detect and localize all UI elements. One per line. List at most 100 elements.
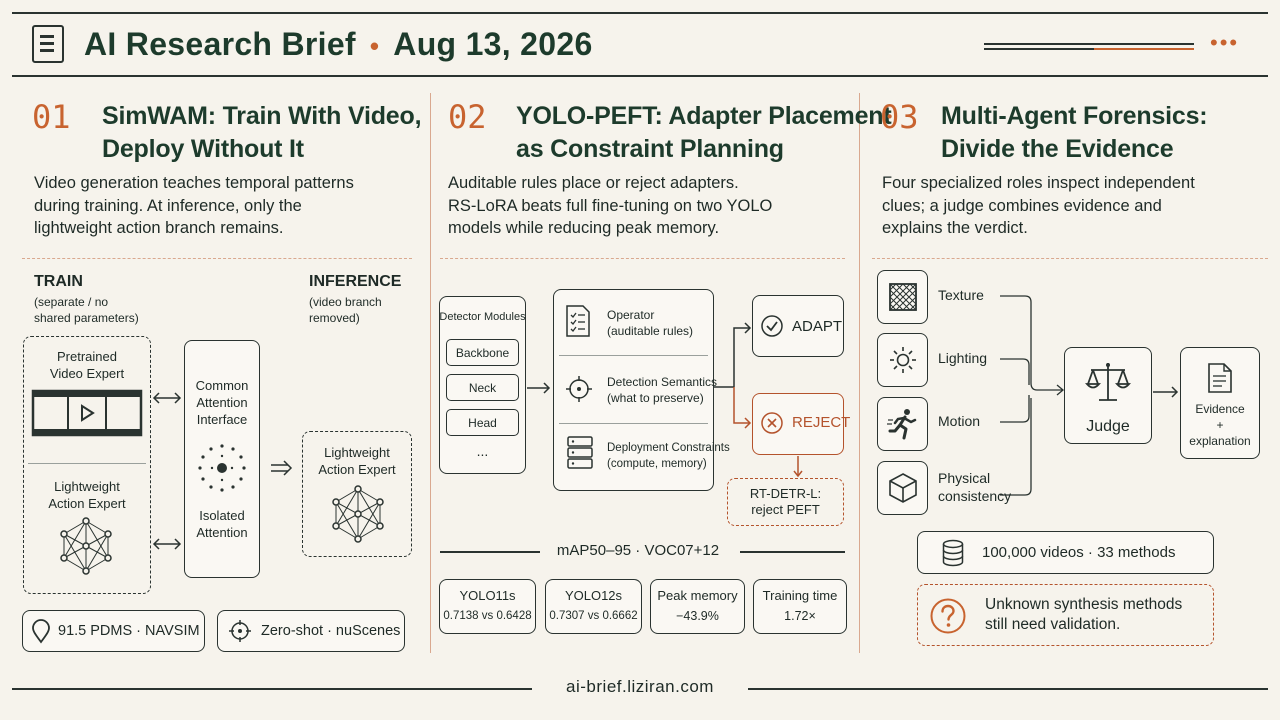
operator-label: Operator (auditable rules) <box>607 307 693 339</box>
target-icon <box>566 376 592 402</box>
panel-3-number: 03 <box>880 98 919 136</box>
label-line: Unknown synthesis methods <box>985 596 1183 613</box>
action-expert-label: Lightweight Action Expert <box>23 478 151 512</box>
desc-line: Four specialized roles inspect independe… <box>882 174 1195 192</box>
detector-modules-title: Detector Modules <box>439 311 526 323</box>
label-line: Interface <box>196 412 248 427</box>
label-line: Lightweight <box>54 479 120 494</box>
metric-training-time <box>753 579 847 634</box>
sun-icon <box>890 347 916 373</box>
physical-consistency-label: Physical consistency <box>938 469 1011 505</box>
metric-name: YOLO11s <box>459 588 516 603</box>
running-person-icon <box>887 409 917 440</box>
brief-title: AI Research Brief <box>84 26 356 62</box>
document-icon <box>32 25 64 63</box>
metric-peak-memory <box>650 579 745 634</box>
crosshair-icon <box>229 620 251 642</box>
label-line: Common <box>195 378 249 393</box>
semantics-label: Detection Semantics (what to preserve) <box>607 374 717 406</box>
label-line: explanation <box>1189 434 1251 448</box>
panel-1-title-line2: Deploy Without It <box>102 135 304 163</box>
menu-dots-icon[interactable]: ••• <box>1210 30 1240 55</box>
label-line: Attention <box>196 395 248 410</box>
train-experts-container <box>23 336 151 594</box>
train-label: TRAIN <box>34 273 83 290</box>
panel-1-number: 01 <box>32 98 71 136</box>
rtdetr-note: RT-DETR-L: reject PEFT <box>727 486 844 518</box>
evidence-label: Evidence + explanation <box>1180 401 1260 449</box>
note-line: (separate / no <box>34 295 109 309</box>
metric-name: Training time <box>762 588 838 603</box>
panel-2-title-line1: YOLO-PEFT: Adapter Placement <box>516 102 892 130</box>
stat-navsim-label: 91.5 PDMS · NAVSIM <box>58 623 200 639</box>
label-line: (auditable rules) <box>607 324 694 338</box>
module-more: ... <box>476 443 489 459</box>
bidirectional-arrow-icon <box>152 392 182 404</box>
panel-1-title: SimWAM: Train With Video, Deploy Without… <box>102 100 422 166</box>
brief-date: Aug 13, 2026 <box>393 26 593 62</box>
location-pin-icon <box>32 619 50 644</box>
panel-3-description: Four specialized roles inspect independe… <box>882 172 1195 240</box>
motion-role <box>877 397 928 451</box>
dataset-stat <box>917 531 1214 574</box>
desc-line: RS-LoRA beats full fine-tuning on two YO… <box>448 196 773 215</box>
x-circle-icon <box>761 412 783 434</box>
metric-value: 0.7307 vs 0.6662 <box>549 610 638 622</box>
database-icon <box>942 539 964 567</box>
desc-line: Video generation teaches temporal patter… <box>34 174 354 192</box>
label-line: (compute, memory) <box>607 458 707 470</box>
inference-expert-box <box>302 431 412 557</box>
metric-value: −43.9% <box>676 609 719 623</box>
adapt-label: ADAPT <box>792 318 843 335</box>
arrow-down-icon <box>793 456 803 478</box>
label-line: Isolated <box>199 508 245 523</box>
panel-2-title: YOLO-PEFT: Adapter Placement as Constrai… <box>516 100 892 166</box>
label-line: RT-DETR-L: <box>749 486 822 501</box>
checklist-icon <box>566 305 590 337</box>
metric-yolo11s <box>439 579 536 634</box>
label-line: Video Expert <box>49 366 125 381</box>
page-title: AI Research Brief•Aug 13, 2026 <box>84 26 593 63</box>
panel-1-description: Video generation teaches temporal patter… <box>34 172 354 240</box>
label-line: Attention <box>196 525 248 540</box>
metric-training-time-text: Training time 1.72× <box>753 588 847 624</box>
metric-yolo12s <box>545 579 642 634</box>
label-line: (what to preserve) <box>607 391 704 405</box>
desc-line: clues; a judge combines evidence and <box>882 196 1162 215</box>
label-line: + <box>1216 418 1224 432</box>
dataset-label: 100,000 videos · 33 methods <box>982 544 1176 561</box>
stat-nuscenes-label: Zero-shot · nuScenes <box>261 623 401 639</box>
lighting-role <box>877 333 928 387</box>
header-rule-decoration <box>984 43 1194 51</box>
metric-yolo11s-text: YOLO11s 0.7138 vs 0.6428 <box>439 588 536 624</box>
rtdetr-note-box <box>727 478 844 526</box>
label-line: Evidence <box>1195 402 1245 416</box>
lighting-label: Lighting <box>938 350 988 366</box>
scales-icon <box>1085 363 1131 401</box>
network-graph-icon <box>332 485 384 543</box>
metric-value: 0.7138 vs 0.6428 <box>443 610 532 622</box>
attention-dots-icon <box>198 444 246 492</box>
network-graph-icon <box>60 517 112 575</box>
module-neck: Neck <box>446 374 519 401</box>
label-line: consistency <box>938 488 1012 504</box>
note-line: (video branch <box>309 295 382 309</box>
label-line: Physical <box>938 470 991 486</box>
panel-2-description: Auditable rules place or reject adapters… <box>448 172 772 240</box>
label-line: Lightweight <box>324 445 390 460</box>
footer-url[interactable]: ai-brief.liziran.com <box>566 677 714 696</box>
inference-label: INFERENCE <box>309 273 402 290</box>
arrow-right-icon <box>527 382 551 394</box>
isolated-attention-label: Isolated Attention <box>184 507 260 541</box>
reject-box <box>752 393 844 455</box>
desc-line: Auditable rules place or reject adapters… <box>448 174 739 192</box>
metric-peak-memory-text: Peak memory −43.9% <box>650 588 745 624</box>
module-backbone: Backbone <box>446 339 519 366</box>
stat-navsim <box>22 610 205 652</box>
label-line: Action Expert <box>318 462 396 477</box>
reject-label: REJECT <box>792 414 851 431</box>
bidirectional-arrow-icon <box>152 538 182 550</box>
caveat-label: Unknown synthesis methods still need val… <box>985 595 1182 635</box>
label-line: Operator <box>607 308 655 322</box>
texture-grid-icon <box>889 283 917 311</box>
